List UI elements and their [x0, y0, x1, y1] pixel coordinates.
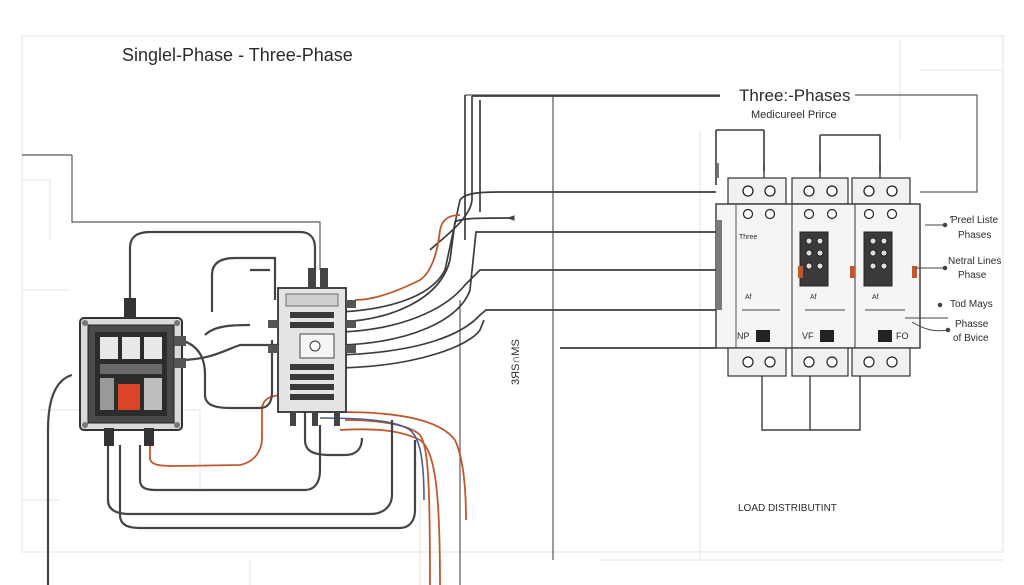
- callout-phasse: Phasse: [955, 319, 989, 330]
- callout-netral-lines: Netral Lines: [948, 256, 1002, 267]
- callout-phase: Phase: [958, 270, 987, 281]
- three-phase-heading: Three:-Phases: [739, 86, 851, 105]
- panel-to-breaker-wires: [339, 95, 720, 369]
- breaker-label-vf: VF: [802, 331, 814, 341]
- breaker-label-fo: FO: [896, 331, 909, 341]
- three-phase-breaker: [715, 163, 921, 431]
- distribution-panel: [268, 268, 356, 426]
- three-phase-subheading: Medicureel Prirce: [751, 109, 837, 121]
- meter-cables: [46, 230, 417, 585]
- diagram-title: Singlel-Phase - Three-Phase: [122, 45, 353, 65]
- single-phase-meter-box: [79, 298, 186, 446]
- callout-preel-liste: Ƥreel Liste: [950, 215, 999, 226]
- breaker-label-af-3: Af: [872, 294, 879, 301]
- load-distribution-label: LOAD DISTRIBUTINT: [738, 503, 837, 514]
- vertical-axis-label: 3ЯS∩MS: [510, 339, 522, 385]
- breaker-label-af-1: Af: [745, 294, 752, 301]
- callout-phases: Phases: [958, 230, 992, 241]
- frame-lines: [22, 94, 978, 585]
- breaker-label-np: NP: [737, 331, 750, 341]
- callout-tod-mays: Tod Mays: [950, 299, 993, 310]
- blue-wires: [319, 417, 425, 501]
- breaker-label-af-2: Af: [810, 294, 817, 301]
- callout-leaders: [506, 215, 951, 333]
- callout-of-bvice: of Bvice: [953, 333, 989, 344]
- background-grid: [21, 35, 1004, 585]
- three-phase-feed-wires: [715, 129, 881, 185]
- breaker-label-three: Three: [739, 234, 758, 241]
